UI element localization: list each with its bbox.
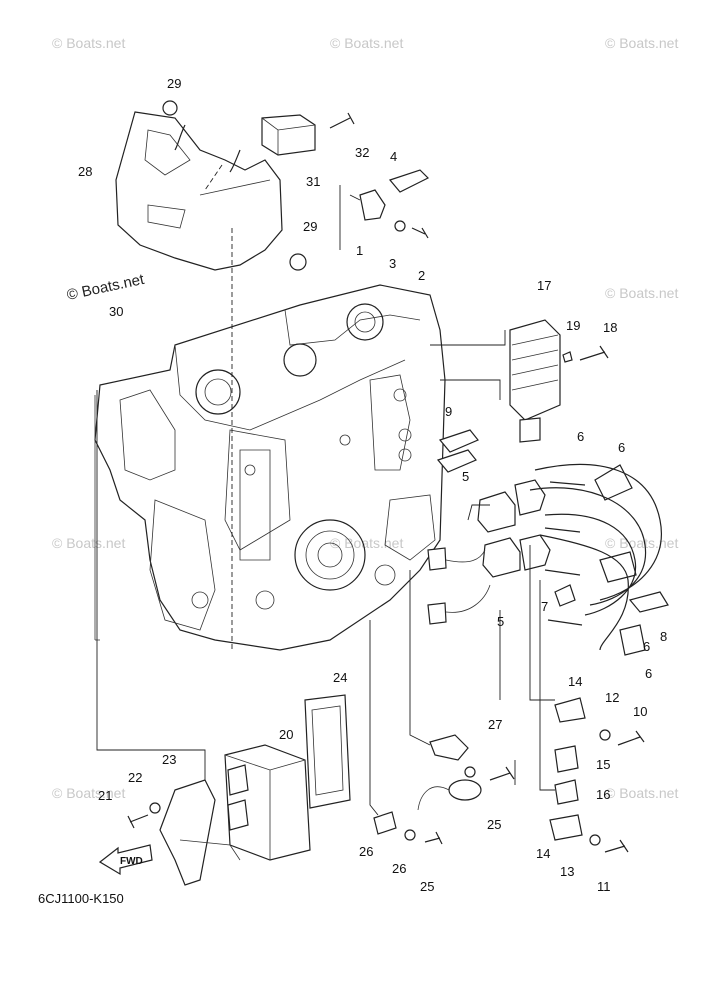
callout-14: 15: [596, 757, 610, 772]
callout-4: 4: [390, 149, 397, 164]
callout-10: 11: [597, 879, 611, 894]
engine-block: [94, 284, 446, 651]
callout-14: 16: [596, 787, 610, 802]
watermark-group: © Boats.net © Boats.net © Boats.net © Bo…: [52, 35, 678, 801]
callout-29: 29: [303, 219, 317, 234]
callout-26: 26: [392, 861, 407, 876]
callout-19: 21: [98, 788, 112, 803]
part-28-cover: [115, 100, 307, 271]
callout-10: 10: [633, 704, 647, 719]
watermark: © Boats.net: [605, 785, 678, 801]
callout-17: 19: [566, 318, 580, 333]
callout-20: 22: [128, 770, 142, 785]
callout-24: 26: [359, 844, 373, 859]
callout-group: 29 28 29 30 31 32 4 1 3 2 17 19 18 9 6 6…: [38, 76, 667, 906]
callout-3: 3: [389, 256, 396, 271]
callout-5: 5: [497, 614, 504, 629]
callout-15: 17: [537, 278, 551, 293]
part-1-4: [359, 169, 430, 239]
callout-13: 14: [536, 846, 550, 861]
watermark: © Boats.net: [330, 535, 403, 551]
callout-29: 29: [167, 76, 181, 91]
callout-6: 6: [577, 429, 584, 444]
callout-11: 12: [605, 690, 619, 705]
callout-9: 9: [445, 404, 452, 419]
part-19-21: [127, 779, 241, 886]
watermark: © Boats.net: [605, 285, 678, 301]
watermark: © Boats.net: [605, 535, 678, 551]
callout-22: 24: [333, 670, 347, 685]
part-15-rectifier: [509, 319, 609, 443]
leader-lines: [96, 185, 555, 816]
fwd-arrow: FWD: [98, 844, 153, 876]
watermark: © Boats.net: [605, 35, 678, 51]
callout-12: 14: [568, 674, 582, 689]
watermark: © Boats.net: [65, 271, 146, 304]
callout-2: 2: [418, 268, 425, 283]
part-31-32: [261, 112, 355, 156]
callout-6: 6: [618, 440, 625, 455]
watermark: © Boats.net: [52, 535, 125, 551]
callout-6: 6: [643, 639, 650, 654]
watermark: © Boats.net: [330, 35, 403, 51]
callout-27: 27: [488, 717, 502, 732]
part-23-27-sensors: [373, 734, 515, 845]
watermark: © Boats.net: [52, 35, 125, 51]
callout-6: 6: [645, 666, 652, 681]
callout-23: 25: [487, 817, 501, 832]
callout-7: 7: [541, 599, 548, 614]
callout-1: 1: [356, 243, 363, 258]
part-12-14-brackets: [549, 697, 645, 853]
callout-25: 25: [420, 879, 435, 894]
callout-18: 20: [279, 727, 293, 742]
part-9-clip: [436, 429, 479, 473]
watermark: © Boats.net: [52, 785, 125, 801]
callout-28: 28: [78, 164, 92, 179]
part-18-ecu: [224, 694, 351, 861]
ignition-coils: [427, 463, 669, 656]
callout-32: 32: [355, 145, 369, 160]
callout-5: 5: [462, 469, 469, 484]
callout-8: 8: [660, 629, 667, 644]
diagram-code: 6CJ1100-K150: [38, 891, 124, 906]
callout-31: 31: [306, 174, 320, 189]
callout-16: 18: [603, 320, 617, 335]
callout-11: 13: [560, 864, 574, 879]
callout-30: 30: [109, 304, 123, 319]
fwd-label: FWD: [120, 856, 143, 867]
callout-21: 23: [162, 752, 176, 767]
